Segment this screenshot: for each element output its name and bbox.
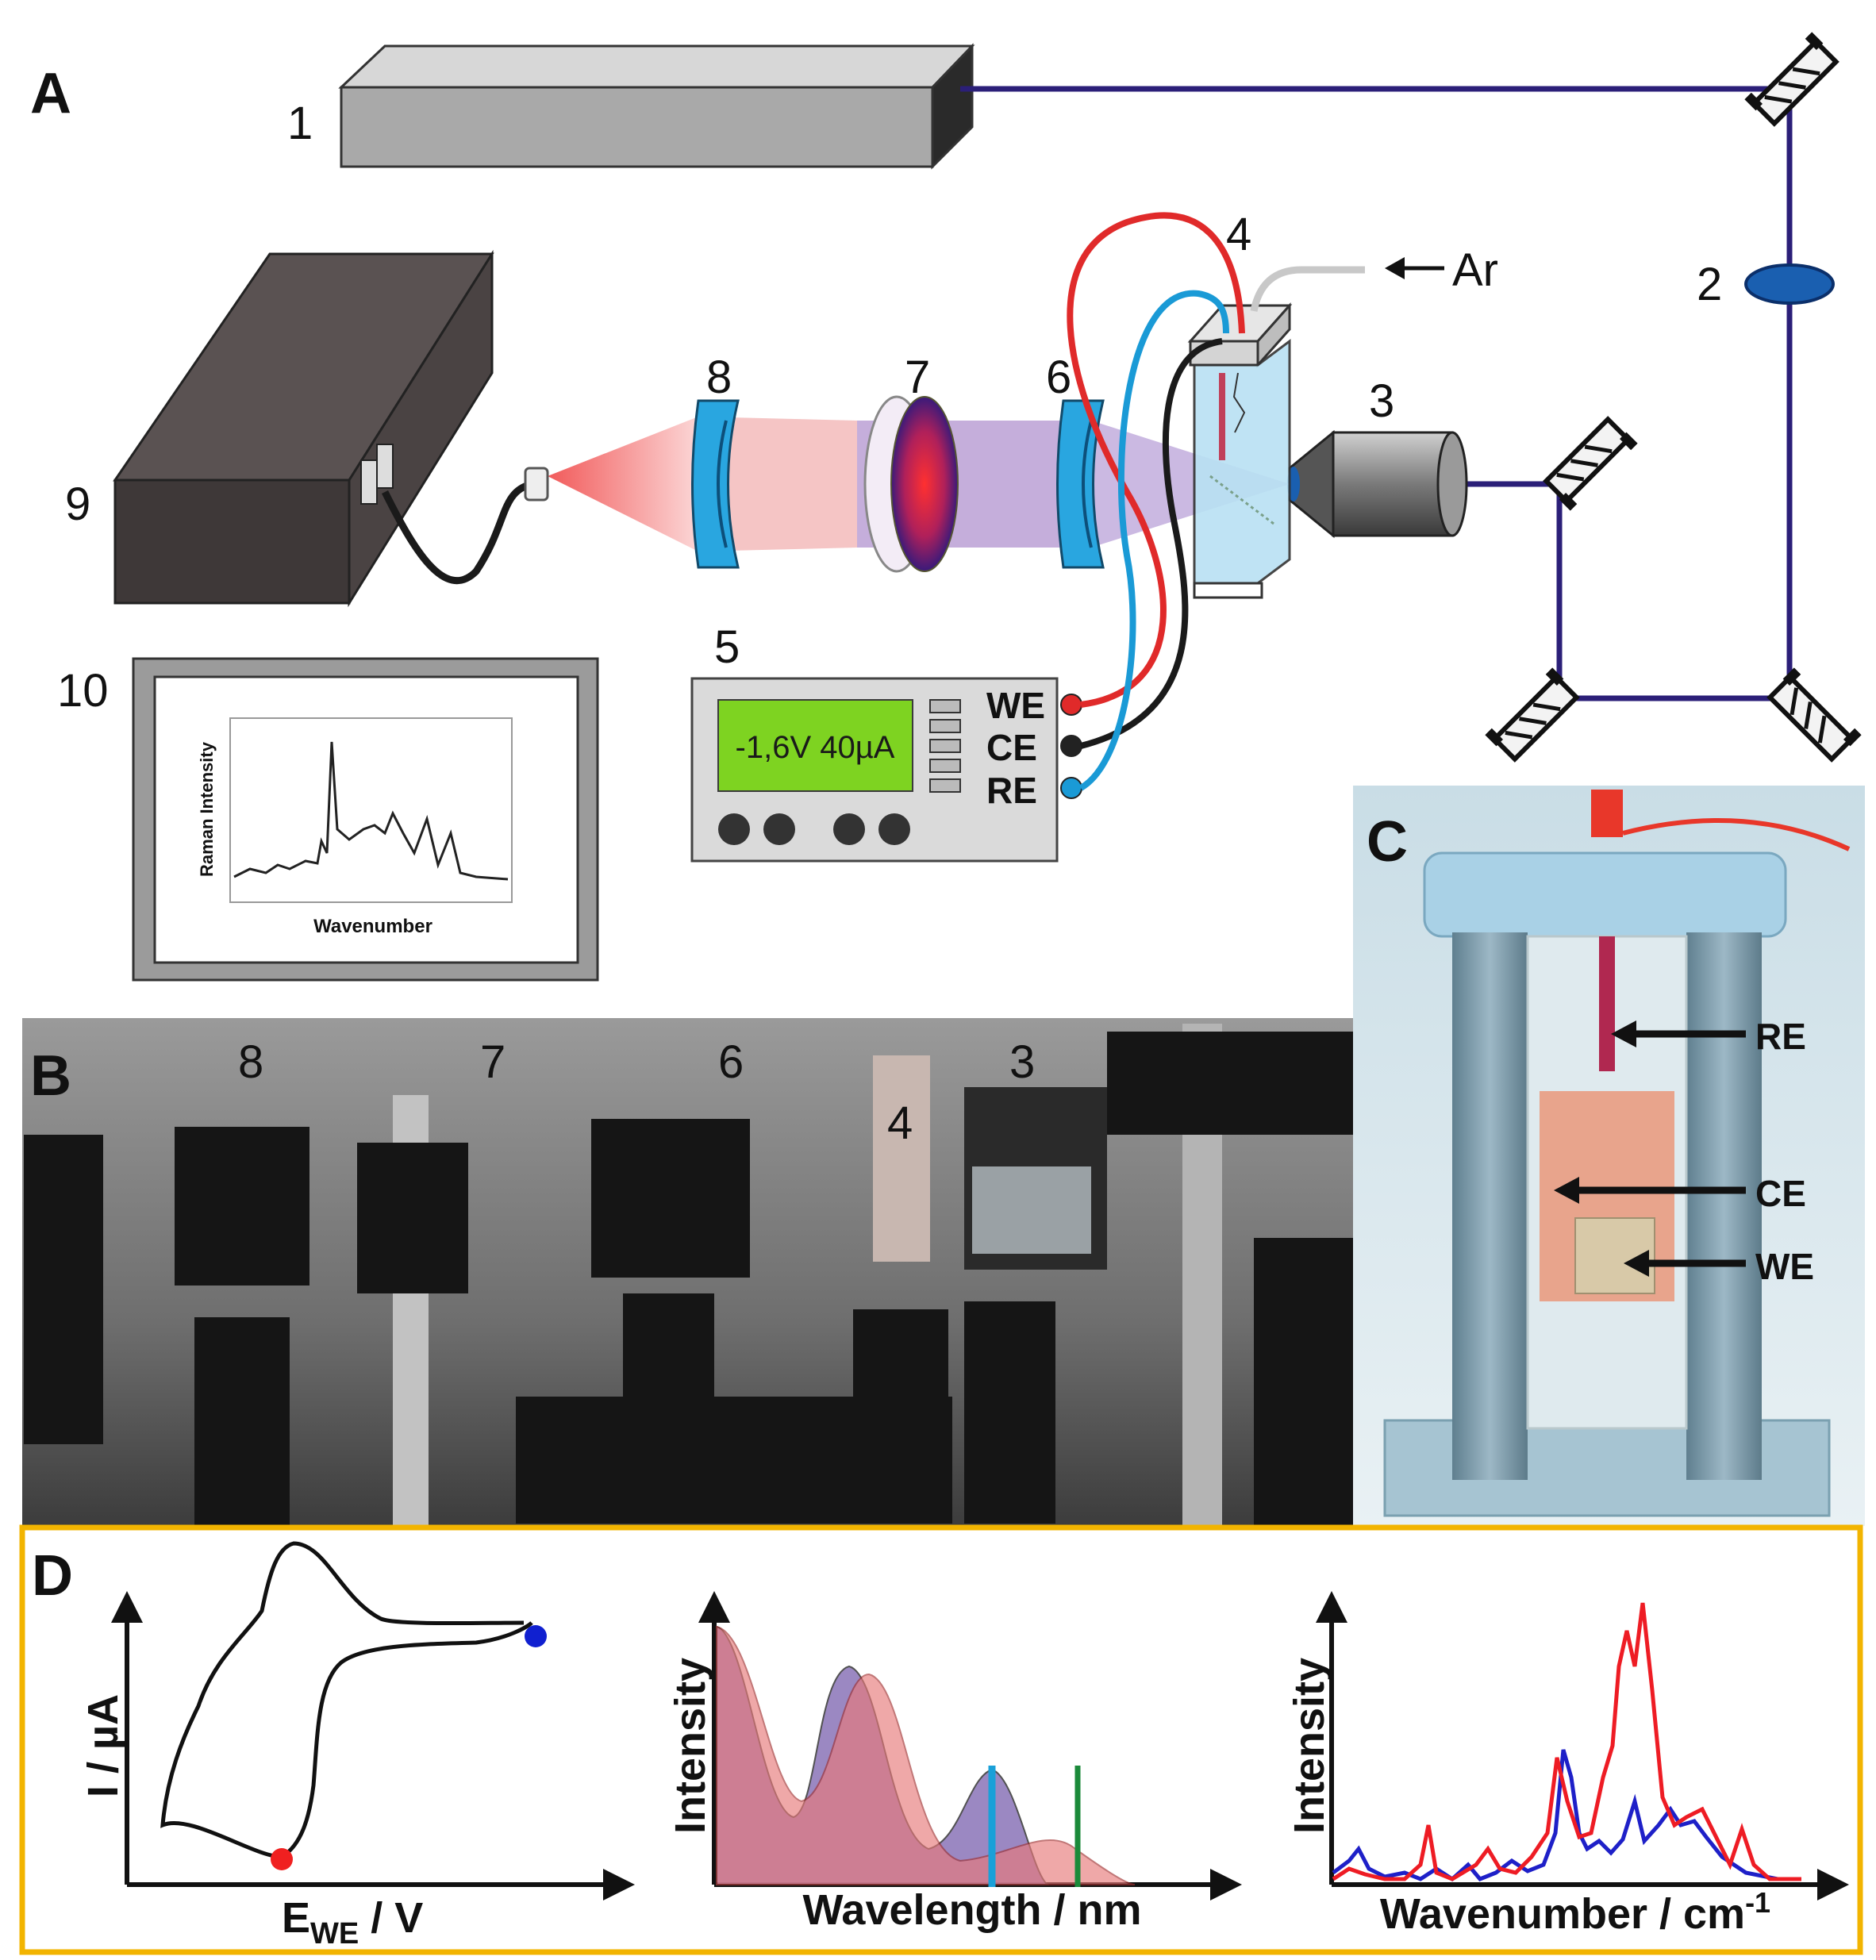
label-7: 7 [905,352,930,403]
photo-label-4: 4 [887,1097,913,1149]
reference-electrode [1599,936,1615,1071]
photo-label-8: 8 [238,1036,263,1088]
electrode-ce-label: CE [986,727,1037,768]
cv-xlabel-tail: / V [359,1894,423,1942]
electrode-we-label: WE [986,685,1045,726]
we-terminal [1060,694,1082,716]
panel-a-letter: A [30,62,71,125]
pillar-left [1452,932,1528,1480]
raman-ylabel: Intensity [1286,1658,1333,1834]
fiber-coupler [524,467,549,502]
photo-c-we-label: WE [1755,1246,1814,1287]
ce-wire [1080,338,1223,749]
label-3: 3 [1369,375,1394,427]
photo-c-ce-label: CE [1755,1173,1806,1214]
re-wire [1078,290,1229,791]
panel-d-letter: D [32,1544,73,1608]
label-2: 2 [1697,259,1722,310]
panel-d: D I / µA EWE / V Intensity Wavelength / … [19,1524,1863,1955]
cv-point-blue [525,1625,547,1647]
cv-xlabel-main: E [282,1894,310,1942]
label-8: 8 [706,352,732,403]
pillar-right [1686,932,1762,1480]
laser-box [338,43,975,170]
re-terminal [1060,777,1082,799]
panel-b: B 8 7 6 4 3 [22,1018,1353,1526]
photo-label-7: 7 [480,1036,506,1088]
raman-xlabel-main: Wavenumber / cm [1380,1890,1745,1938]
cv-point-red [271,1848,293,1870]
gas-label: Ar [1452,244,1498,296]
absorption-xlabel: Wavelength / nm [802,1886,1141,1934]
raman-xlabel-sup: -1 [1745,1886,1770,1919]
cv-ylabel: I / µA [79,1694,127,1797]
label-9: 9 [65,478,90,530]
laser-beam [960,86,1793,701]
objective-3 [1287,429,1468,539]
potentiostat-display: -1,6V 40µA [736,730,895,765]
label-4: 4 [1226,209,1251,260]
potentiostat-5 [690,677,1059,863]
ce-terminal [1060,735,1082,757]
label-1: 1 [287,98,313,149]
filter-7 [863,395,959,573]
cv-plot [111,1541,635,1900]
lens-2 [1744,263,1835,305]
label-5: 5 [714,621,740,673]
photo-label-6: 6 [718,1036,744,1088]
optical-mounts [24,1024,1353,1526]
mirror-mid-right [1543,416,1638,511]
inset-ylabel: Raman Intensity [197,741,217,877]
mirror-top-right [1744,32,1839,127]
monitor-10 [132,657,599,982]
absorption-ylabel: Intensity [667,1658,714,1834]
raman-plot [1316,1591,1849,1900]
photo-c-re-label: RE [1755,1016,1806,1057]
cell-holder-base [1383,1419,1831,1517]
red-lead [1622,818,1851,851]
cv-xlabel: EWE / V [282,1894,423,1950]
raman-red-spectrum [1332,1602,1801,1881]
lens-6 [1056,399,1105,569]
inset-xlabel: Wavenumber [313,916,432,937]
cv-curve [160,1541,533,1859]
spectrometer-9 [113,249,494,608]
absorption-red-area [716,1625,1136,1885]
cell-holder-top [1423,851,1787,938]
gas-tube [1250,266,1365,312]
mirror-bottom-left [1485,667,1580,763]
lens-8 [691,399,740,569]
label-10: 10 [57,665,109,717]
raman-blue-spectrum [1332,1749,1801,1882]
panel-c-letter: C [1367,810,1408,874]
panel-a: A 1 [30,32,1862,982]
panel-c: C RE CE WE [1353,786,1865,1526]
cv-xlabel-sub: WE [310,1917,359,1950]
absorption-plot [698,1591,1242,1900]
electrode-re-label: RE [986,770,1037,811]
inset-spectrum [233,741,509,881]
raman-xlabel: Wavenumber / cm-1 [1380,1886,1770,1938]
label-6: 6 [1046,352,1071,403]
panel-b-letter: B [30,1044,71,1108]
clip [1591,790,1623,837]
fiber-cable [381,480,533,585]
photo-label-3: 3 [1009,1036,1035,1088]
mirror-bottom-right [1766,667,1862,763]
we-wire [1067,212,1245,708]
